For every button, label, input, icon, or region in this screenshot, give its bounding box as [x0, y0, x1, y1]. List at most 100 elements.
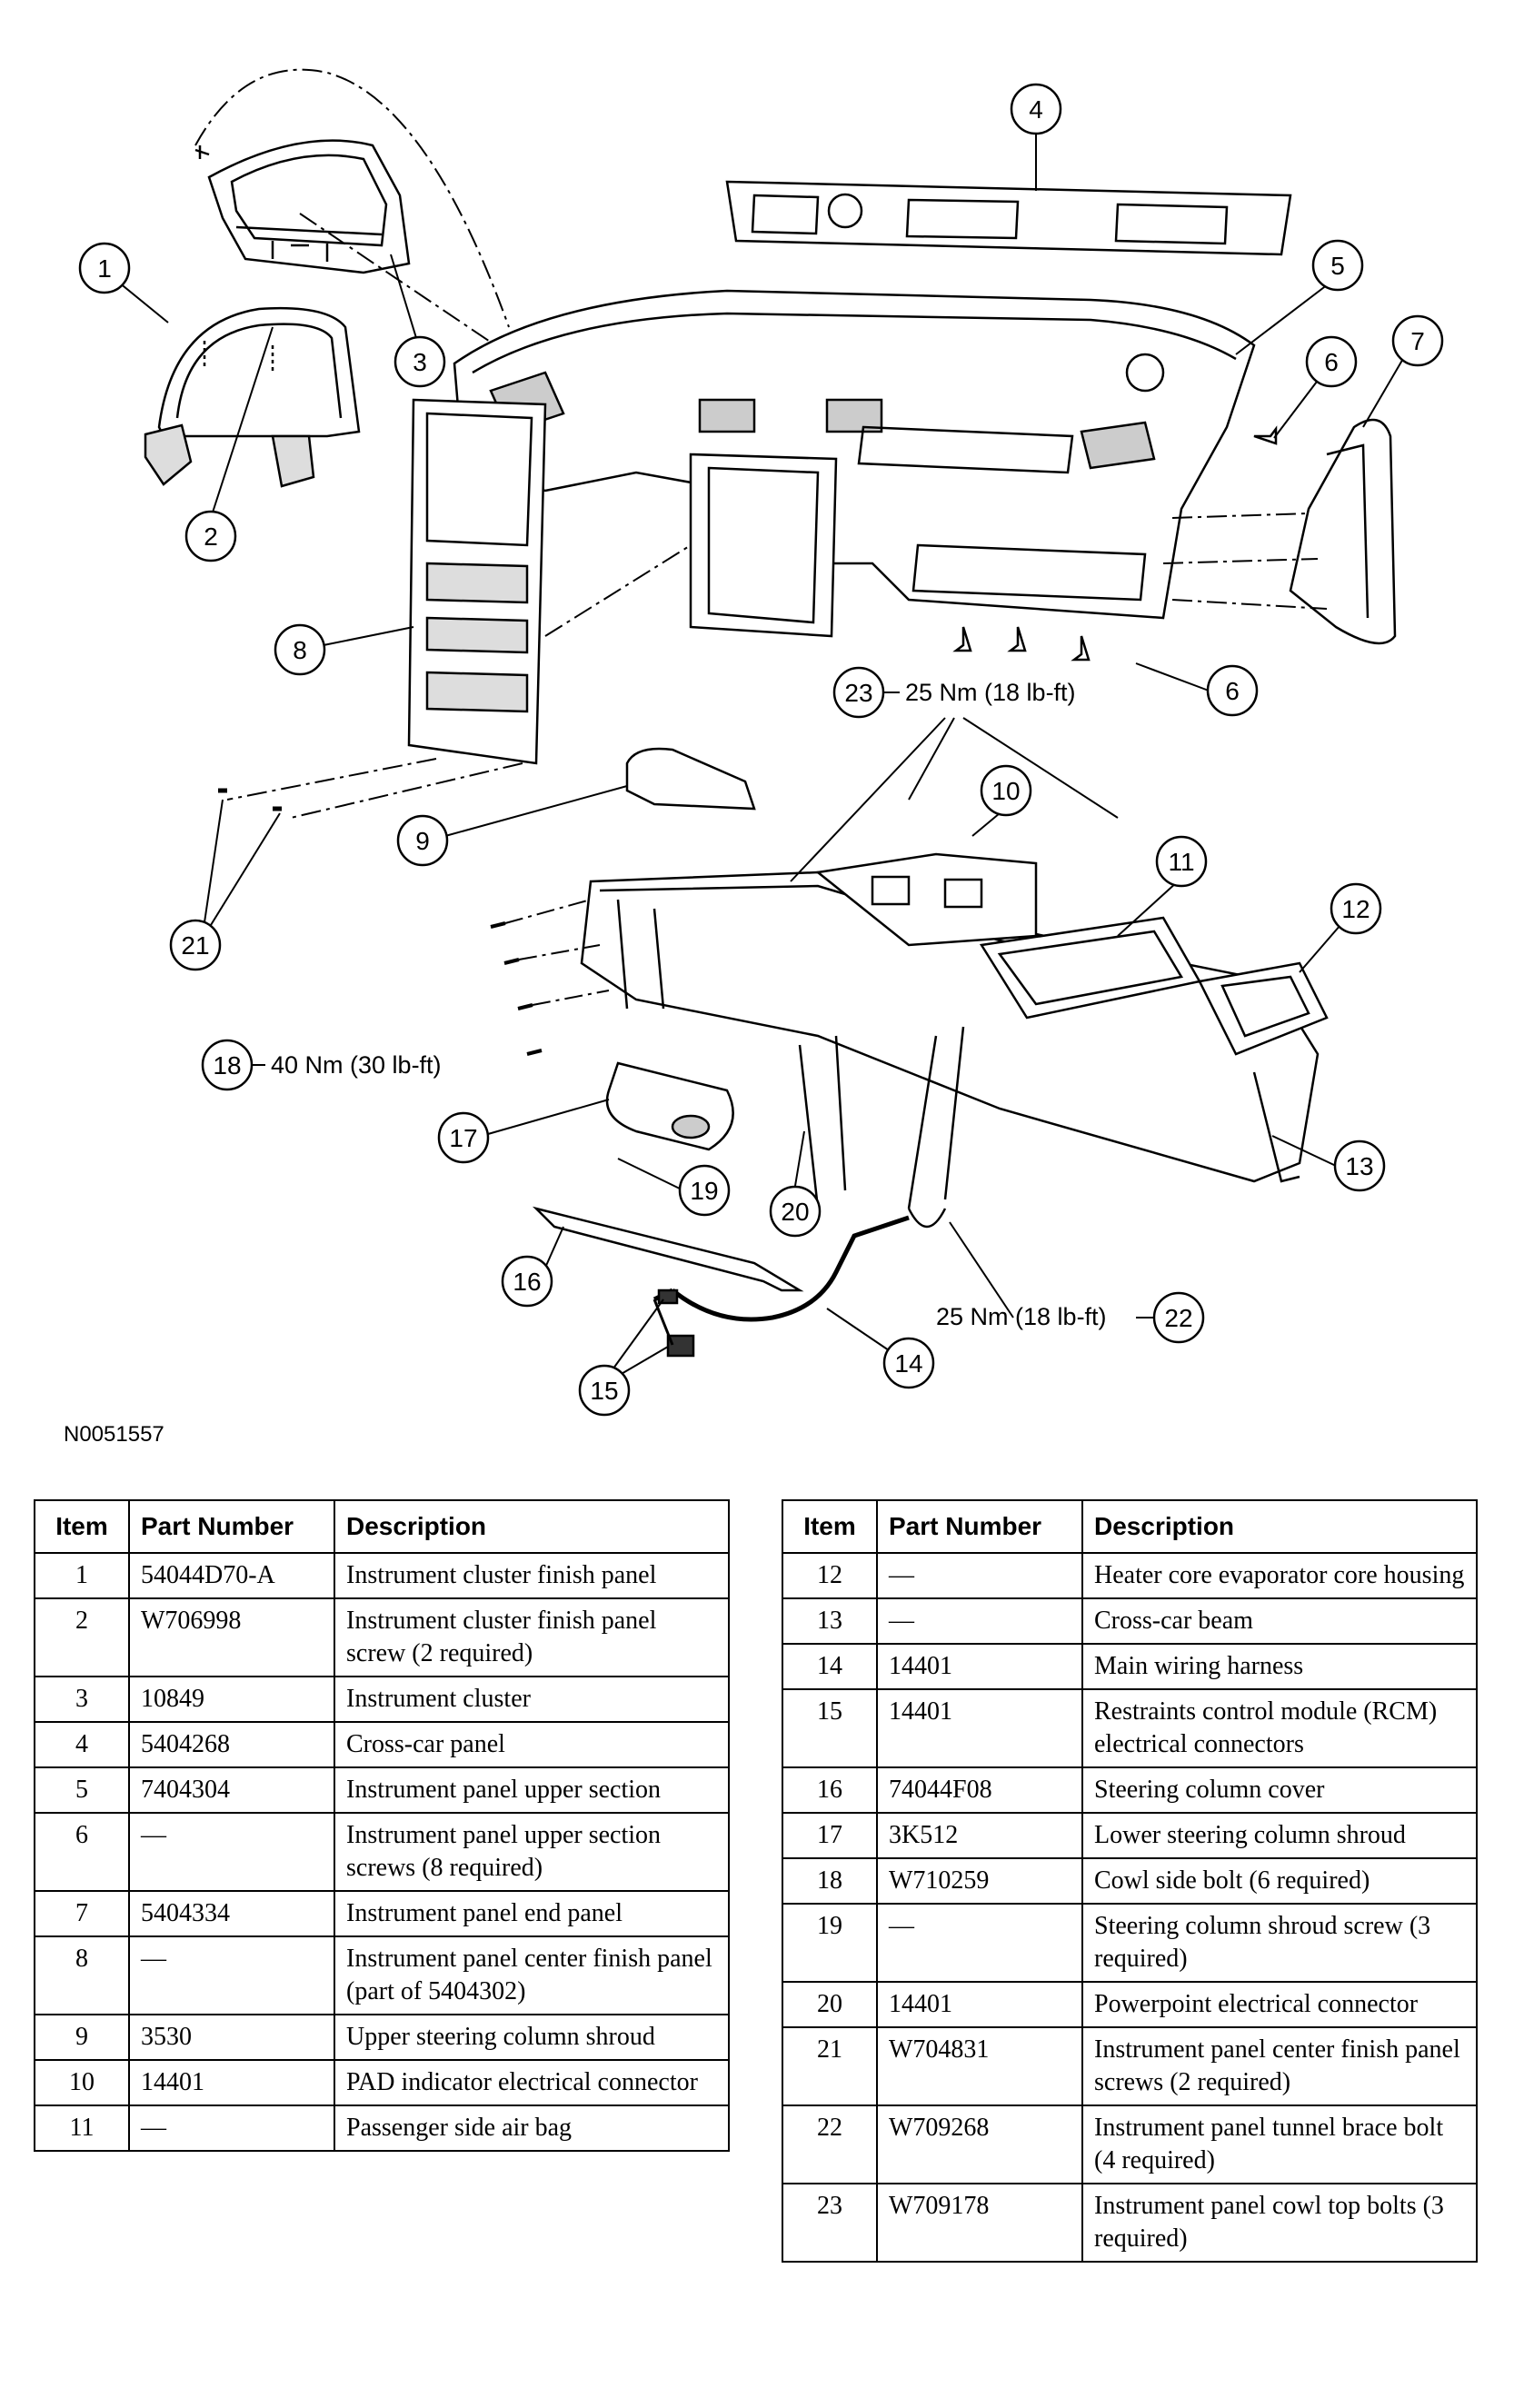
table-row: 11—Passenger side air bag [34, 2105, 730, 2152]
cluster-leader-line [194, 68, 510, 328]
item-cell: 14 [782, 1643, 878, 1690]
header-part-number: Part Number [876, 1499, 1083, 1554]
callout-11: 11 [1117, 835, 1208, 937]
upper-shroud-drawing [625, 747, 756, 811]
table-row: 12—Heater core evaporator core housing [782, 1552, 1478, 1599]
part-number-cell: 5404268 [128, 1721, 335, 1768]
description-cell: Instrument cluster finish panel screw (2… [334, 1597, 730, 1677]
callout-2: 2 [184, 326, 274, 562]
description-cell: Steering column shroud screw (3 required… [1081, 1903, 1478, 1983]
header-part-number: Part Number [128, 1499, 335, 1554]
item-cell: 9 [34, 2014, 130, 2061]
description-cell: Restraints control module (RCM) electric… [1081, 1688, 1478, 1768]
panel-screws-drawing [952, 425, 1278, 662]
callout-1: 1 [78, 242, 169, 323]
item-cell: 3 [34, 1676, 130, 1723]
part-number-cell: — [128, 1812, 335, 1892]
callout-16: 16 [501, 1226, 564, 1308]
callout-4: 4 [1010, 83, 1062, 191]
svg-text:5: 5 [1330, 252, 1345, 280]
part-number-cell: W709268 [876, 2105, 1083, 2184]
center-panel-leader-lines [226, 544, 692, 819]
callout-17: 17 [437, 1099, 610, 1164]
torque-23-label: 25 Nm (18 lb-ft) [905, 679, 1076, 706]
item-cell: 18 [782, 1857, 878, 1905]
item-cell: 1 [34, 1552, 130, 1599]
svg-text:9: 9 [415, 827, 430, 855]
svg-text:17: 17 [449, 1124, 477, 1152]
item-cell: 15 [782, 1688, 878, 1768]
callout-14: 14 [826, 1308, 935, 1389]
steering-column-cover-drawing [532, 1206, 804, 1292]
description-cell: Cross-car panel [334, 1721, 730, 1768]
callout-18: 18 40 Nm (30 lb-ft) [201, 1039, 442, 1091]
callout-3: 3 [390, 254, 446, 388]
svg-text:20: 20 [781, 1198, 809, 1226]
description-cell: Steering column cover [1081, 1766, 1478, 1814]
cluster-leader-line-2 [299, 213, 510, 355]
description-cell: Lower steering column shroud [1081, 1812, 1478, 1859]
callout-7: 7 [1362, 314, 1444, 428]
finish-panel-screws-drawing [218, 788, 282, 811]
svg-text:23: 23 [844, 679, 872, 707]
instrument-cluster-drawing [194, 139, 411, 274]
end-panel-drawing [1289, 418, 1397, 645]
torque-23-leaders [790, 717, 1119, 882]
description-cell: Main wiring harness [1081, 1643, 1478, 1690]
description-cell: Passenger side air bag [334, 2105, 730, 2152]
callout-6-upper: 6 [1273, 335, 1358, 439]
description-cell: Instrument panel center finish panel scr… [1081, 2026, 1478, 2106]
description-cell: Upper steering column shroud [334, 2014, 730, 2061]
part-number-cell: 5404334 [128, 1890, 335, 1937]
svg-text:11: 11 [1168, 848, 1194, 876]
cross-car-panel-drawing [725, 180, 1292, 256]
lower-shroud-drawing [605, 1061, 734, 1151]
item-cell: 8 [34, 1935, 130, 2015]
item-cell: 22 [782, 2105, 878, 2184]
callout-6-lower: 6 [1135, 662, 1259, 717]
item-cell: 6 [34, 1812, 130, 1892]
svg-text:15: 15 [590, 1377, 618, 1405]
callout-19: 19 [617, 1158, 731, 1217]
part-number-cell: 14401 [876, 1981, 1083, 2028]
part-number-cell: 3530 [128, 2014, 335, 2061]
item-cell: 5 [34, 1766, 130, 1814]
item-cell: 19 [782, 1903, 878, 1983]
svg-text:10: 10 [991, 777, 1020, 805]
svg-text:12: 12 [1341, 895, 1370, 923]
callout-10: 10 [971, 764, 1032, 837]
header-description: Description [1081, 1499, 1478, 1554]
svg-text:16: 16 [513, 1268, 541, 1296]
svg-text:4: 4 [1029, 95, 1043, 124]
header-item: Item [34, 1499, 130, 1554]
item-cell: 10 [34, 2059, 130, 2106]
svg-text:7: 7 [1410, 327, 1425, 355]
part-number-cell: W710259 [876, 1857, 1083, 1905]
item-cell: 4 [34, 1721, 130, 1768]
callout-12: 12 [1299, 882, 1382, 973]
item-cell: 20 [782, 1981, 878, 2028]
callout-23: 23 25 Nm (18 lb-ft) [832, 666, 1076, 719]
cross-car-beam-drawing [580, 852, 1329, 1229]
callout-21: 21 [169, 799, 281, 971]
part-number-cell: 74044F08 [876, 1766, 1083, 1814]
callout-15: 15 [578, 1299, 669, 1417]
description-cell: PAD indicator electrical connector [334, 2059, 730, 2106]
callout-9: 9 [396, 785, 628, 867]
torque-22-label: 25 Nm (18 lb-ft) [936, 1303, 1107, 1330]
center-finish-panel-drawing [407, 398, 547, 765]
